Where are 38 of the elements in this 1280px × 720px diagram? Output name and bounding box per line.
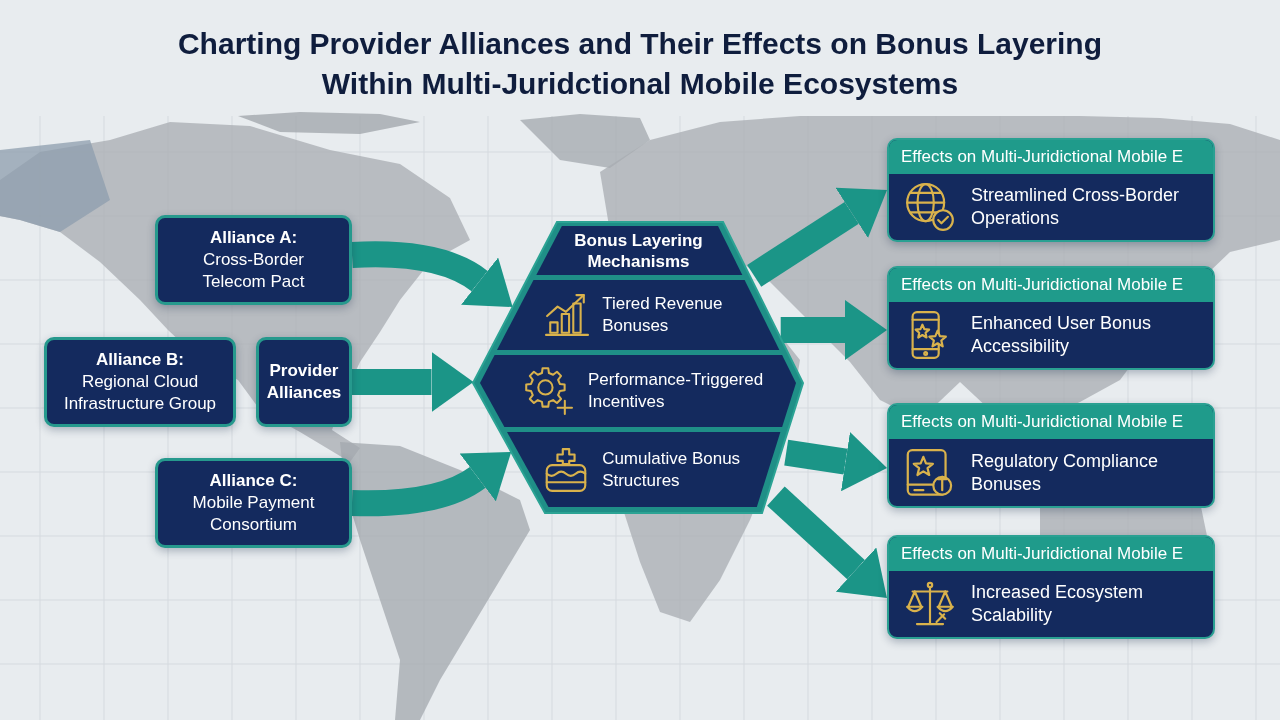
arrow bbox=[352, 352, 474, 412]
band-label: Performance-Triggered Incentives bbox=[588, 369, 765, 413]
card-header: Effects on Multi-Juridictional Mobile E bbox=[889, 405, 1213, 439]
mechanism-band bbox=[497, 280, 780, 350]
box-text: Cross-Border Telecom Pact bbox=[201, 249, 306, 293]
arrow bbox=[351, 241, 514, 306]
band-label: Tiered Revenue Bonuses bbox=[602, 293, 724, 337]
arrow bbox=[780, 300, 887, 360]
card-header: Effects on Multi-Juridictional Mobile E bbox=[889, 268, 1213, 302]
hexagon-panel bbox=[472, 220, 805, 515]
diagram-title: Charting Provider Alliances and Their Effects on Bonus Layering Within Multi-Juridctional Mobile Ecosystems bbox=[176, 26, 1104, 102]
arrow bbox=[351, 452, 513, 517]
box-text: Regional Cloud Infrastructure Group bbox=[62, 371, 218, 415]
alliance-box bbox=[155, 215, 352, 305]
box-label: Provider Alliances bbox=[265, 360, 343, 404]
panel-heading: Bonus Layering Mechanisms bbox=[573, 229, 704, 272]
card-header: Effects on Multi-Juridictional Mobile E bbox=[889, 537, 1213, 571]
box-heading: Alliance A: bbox=[209, 227, 298, 249]
card-text: Regulatory Compliance Bonuses bbox=[971, 449, 1160, 496]
effect-card bbox=[887, 138, 1215, 242]
arrow bbox=[784, 432, 887, 492]
effect-card bbox=[887, 403, 1215, 508]
band-label: Cumulative Bonus Structures bbox=[602, 447, 742, 492]
alliance-box bbox=[44, 337, 236, 427]
card-text: Streamlined Cross-Border Operations bbox=[971, 184, 1181, 230]
box-heading: Alliance B: bbox=[96, 349, 184, 371]
mechanism-band bbox=[480, 355, 796, 427]
card-header: Effects on Multi-Juridictional Mobile E bbox=[889, 140, 1213, 174]
arrow bbox=[767, 486, 887, 598]
card-text: Enhanced User Bonus Accessibility bbox=[971, 312, 1153, 358]
effect-card bbox=[887, 266, 1215, 370]
box-text: Mobile Payment Consortium bbox=[191, 492, 316, 536]
card-text: Increased Ecosystem Scalability bbox=[971, 581, 1145, 627]
box-heading: Alliance C: bbox=[209, 470, 298, 492]
arrow bbox=[747, 187, 887, 287]
alliance-box bbox=[155, 458, 352, 548]
alliance-box bbox=[256, 337, 352, 427]
mechanism-band bbox=[507, 432, 781, 507]
